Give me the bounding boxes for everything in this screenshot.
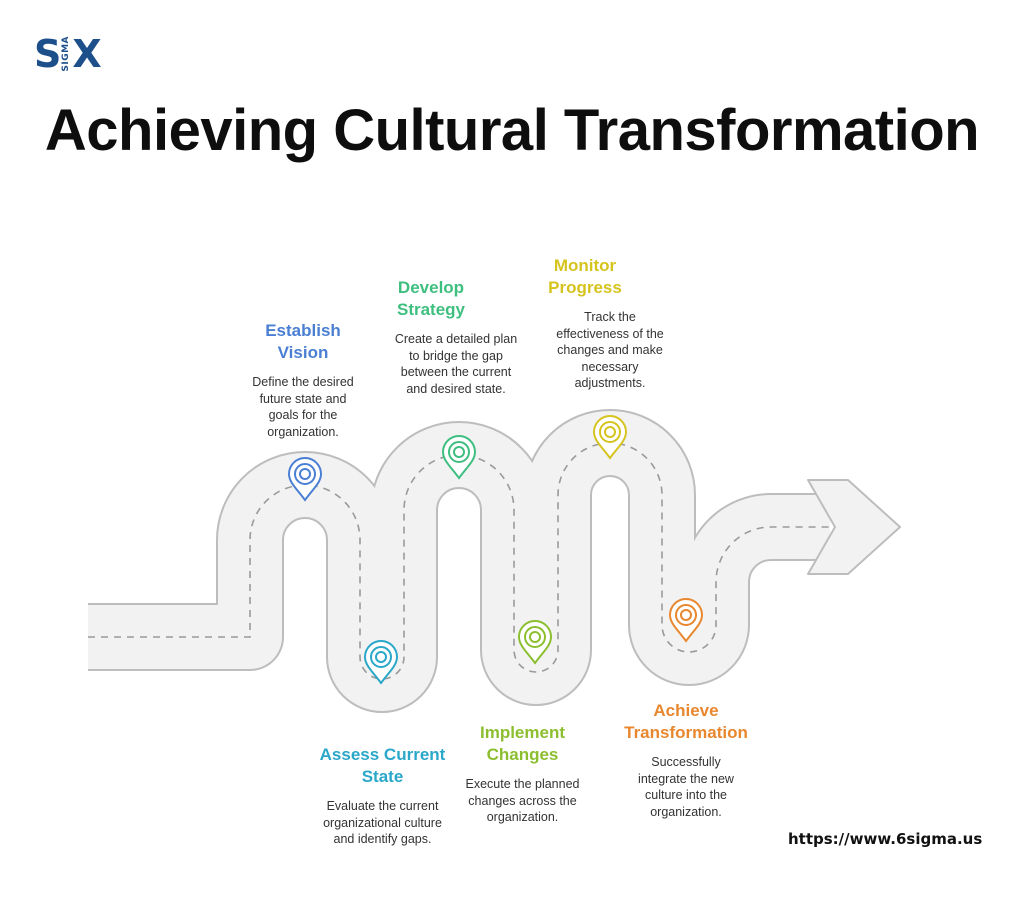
step-monitor-progress: Monitor Progress Track the effectiveness… (540, 255, 680, 392)
pin-icon-assess-current-state (363, 640, 399, 685)
step-implement-changes: Implement Changes Execute the planned ch… (450, 722, 595, 826)
step-title: Assess Current State (319, 745, 446, 786)
step-description: Define the desired future state and goal… (252, 375, 354, 439)
pin-icon-implement-changes (517, 620, 553, 665)
page-title: Achieving Cultural Transformation (44, 98, 980, 163)
footer-url: https://www.6sigma.us (788, 830, 983, 848)
step-establish-vision: Establish Vision Define the desired futu… (228, 320, 378, 440)
step-description: Successfully integrate the new culture i… (638, 755, 734, 819)
road-arrowhead (807, 479, 901, 575)
step-title: Establish Vision (265, 321, 341, 362)
pin-icon-establish-vision (287, 457, 323, 502)
pin-icon-develop-strategy (441, 435, 477, 480)
step-develop-strategy: Develop Strategy Create a detailed plan … (386, 277, 526, 397)
road-centerline (88, 442, 830, 680)
step-title: Implement Changes (479, 723, 566, 764)
logo-letter-x: X (72, 32, 101, 76)
step-description: Evaluate the current organizational cult… (323, 799, 442, 846)
step-title: Achieve Transformation (624, 701, 748, 742)
logo-letter-s: S (34, 32, 61, 76)
step-title: Monitor Progress (548, 256, 622, 297)
step-description: Create a detailed plan to bridge the gap… (394, 332, 518, 396)
step-title: Develop Strategy (396, 278, 466, 319)
step-assess-current-state: Assess Current State Evaluate the curren… (300, 744, 465, 848)
step-description: Execute the planned changes across the o… (465, 777, 580, 824)
pin-icon-monitor-progress (592, 415, 628, 460)
step-achieve-transformation: Achieve Transformation Successfully inte… (605, 700, 767, 820)
pin-icon-achieve-transformation (668, 598, 704, 643)
step-description: Track the effectiveness of the changes a… (556, 310, 664, 390)
logo: S SIGMA X (34, 32, 102, 76)
